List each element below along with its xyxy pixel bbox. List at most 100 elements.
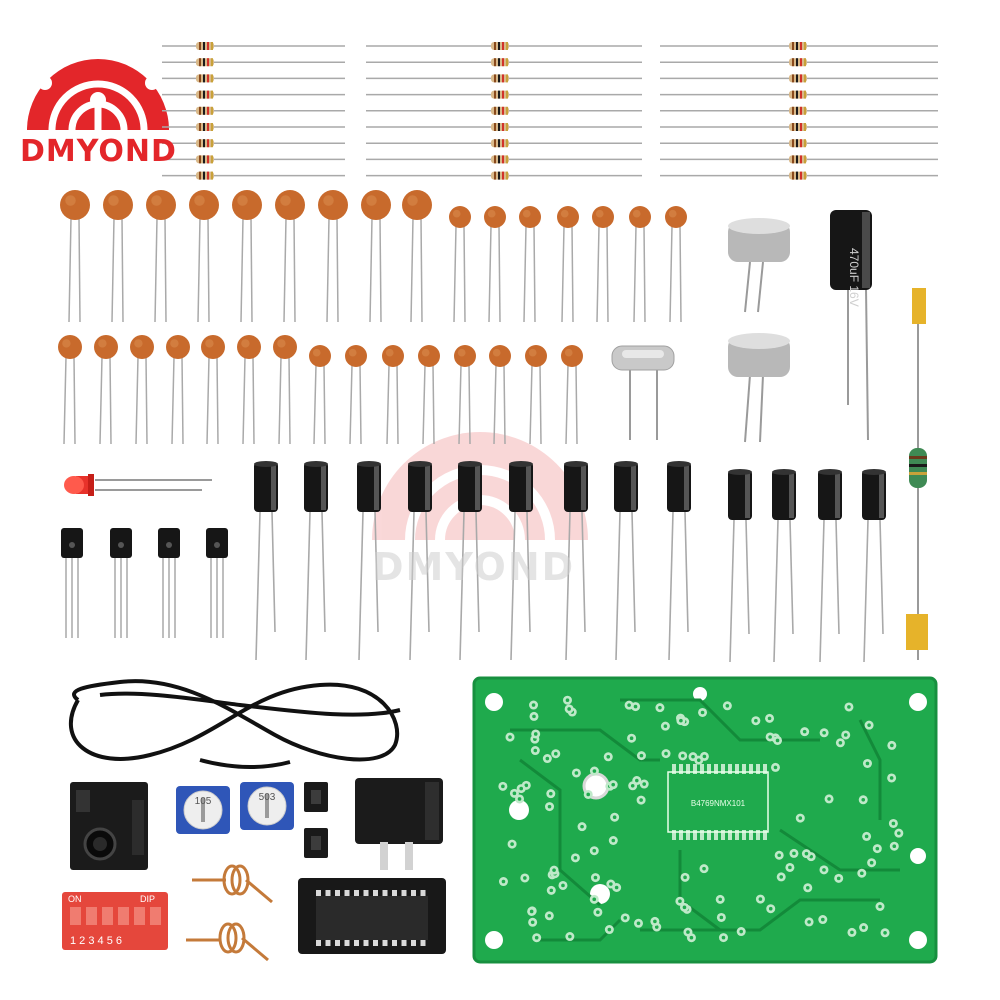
resistor-icon [660,42,938,50]
electrolytic-capacitor-icon [818,469,842,663]
resistor-icon [162,74,345,83]
transistor-icon [110,528,132,638]
electrolytic-capacitor-icon [728,469,752,663]
ceramic-capacitor-icon [629,206,651,323]
ceramic-capacitor-icon [189,190,219,323]
electrolytic-capacitor-icon [458,461,482,661]
resistor-icon [660,123,938,131]
resistor-icon [366,106,642,115]
copper-coil-icon [192,864,273,904]
resistor-icon [660,171,938,180]
ceramic-capacitor-icon [60,190,90,323]
ceramic-capacitor-icon [402,190,432,323]
resistor-group [162,42,938,180]
resistor-icon [162,123,345,131]
resistor-icon [366,58,642,67]
ceramic-capacitor-icon [275,190,305,323]
ceramic-capacitor-icon [418,345,440,445]
transistor-group [61,528,228,638]
ceramic-capacitor-icon [58,335,82,445]
electrolytic-capacitor-icon [509,461,533,661]
ceramic-capacitor-icon [454,345,476,445]
resistor-icon [162,171,345,180]
ceramic-capacitor-icon [103,190,133,323]
pcb-board-icon: B4769NMX101 [472,676,938,964]
resistor-icon [162,155,345,164]
electrolytic-capacitor-icon [772,469,796,663]
resistor-icon [660,58,938,67]
dip-switch-icon: ON DIP 1 2 3 4 5 6 [62,892,168,950]
ceramic-capacitor-icon [361,190,391,323]
microphone-icon [728,218,790,313]
resistor-icon [162,139,345,148]
resistor-icon [660,106,938,115]
cap-marking-text: 470uF 16V [847,248,861,307]
resistor-icon [162,90,345,99]
brand-name: DMYOND [20,134,177,169]
ic-chip-icon [298,878,446,954]
axial-inductor-icon [906,288,928,660]
ceramic-capacitor-icon [592,206,614,323]
resistor-icon [162,58,345,67]
smd-diode-icon [304,828,328,858]
resistor-icon [660,90,938,99]
transistor-icon [61,528,83,638]
resistor-icon [366,90,642,99]
electrolytic-capacitor-icon [304,461,328,661]
potentiometer-icon: 105 [176,786,230,834]
ceramic-capacitor-icon [166,335,190,445]
ceramic-capacitor-icon [318,190,348,323]
resistor-icon [366,74,642,83]
dc-power-jack-icon [355,778,443,870]
ceramic-capacitor-icon [345,345,367,445]
ceramic-capacitor-icon [201,335,225,445]
microphone-icon [728,333,790,443]
ceramic-capacitor-icon [232,190,262,323]
ceramic-capacitor-icon [561,345,583,445]
electrolytic-capacitor-icon [408,461,432,661]
antenna-wire-icon [68,679,401,770]
dip-label: DIP [140,894,155,904]
resistor-icon [660,74,938,83]
transistor-icon [158,528,180,638]
ceramic-capacitor-icon [94,335,118,445]
pcb-chip-marking: B4769NMX101 [691,799,746,808]
dip-on-label: ON [68,894,82,904]
potentiometer-icon: 503 [240,782,294,830]
electrolytic-capacitor-icon [357,461,381,661]
crystal-oscillator-icon [611,345,675,440]
watermark-text: DMYOND [372,545,576,589]
ceramic-capacitor-icon [130,335,154,445]
resistor-icon [660,155,938,164]
resistor-icon [366,123,642,131]
ceramic-capacitor-icon [382,345,404,445]
electrolytic-capacitor-icon [614,461,638,661]
electrolytic-capacitor-group [254,461,886,663]
transistor-icon [206,528,228,638]
copper-coil-icon [186,922,269,962]
large-electrolytic-capacitor-icon: 470uF 16V [830,210,872,441]
smd-diode-icon [304,782,328,812]
resistor-icon [366,139,642,148]
ceramic-capacitor-icon [665,206,687,323]
pot-marking-text: 503 [259,792,276,803]
ceramic-capacitor-icon [519,206,541,323]
ceramic-capacitor-icon [484,206,506,323]
dip-numbers: 1 2 3 4 5 6 [70,935,122,947]
audio-jack-icon [70,782,148,870]
resistor-icon [366,155,642,164]
ceramic-capacitor-icon [525,345,547,445]
ceramic-capacitor-icon [273,335,297,445]
ceramic-capacitor-icon [237,335,261,445]
ceramic-capacitor-icon [146,190,176,323]
led-icon [64,474,212,496]
electrolytic-capacitor-icon [254,461,278,661]
electrolytic-capacitor-icon [564,461,588,661]
resistor-icon [366,42,642,50]
resistor-icon [162,42,345,50]
brand-logo-icon [27,59,169,131]
resistor-icon [366,171,642,180]
pot-marking-text: 105 [195,796,212,807]
